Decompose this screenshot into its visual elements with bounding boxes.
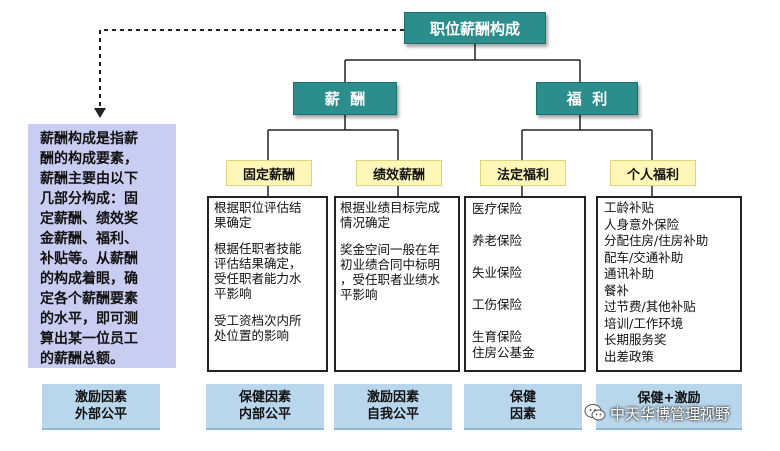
detail-line: 根据业绩目标完成 <box>340 200 441 215</box>
description-line: 定薪酬、绩效奖 <box>40 211 138 227</box>
root-node: 职位薪酬构成 <box>404 12 546 44</box>
description-line: 几部分构成：固 <box>40 191 138 207</box>
footer-line: 自我公平 <box>366 407 419 422</box>
detail-line: 出差政策 <box>604 348 655 364</box>
description-line: 的构成着眼，确 <box>40 271 138 287</box>
detail-spacer <box>472 281 581 297</box>
detail-line: 果确定 <box>214 215 252 230</box>
detail-line: 人身意外保险 <box>604 216 680 232</box>
root-label: 职位薪酬构成 <box>429 19 520 38</box>
detail-line: 餐补 <box>604 282 630 298</box>
detail-line: 失业保险 <box>472 265 523 280</box>
detail-line: 奖金空间一般在年 <box>340 242 441 257</box>
detail-box-personal-welfare: 工龄补贴 人身意外保险 分配住房/住房补助 配车/交通补助 通讯补助 餐补 过节… <box>596 196 742 372</box>
footer-line: 保健因素 <box>238 390 291 405</box>
detail-line: 处位置的影响 <box>214 328 290 343</box>
footer-box-personal-welfare: 保健+激励 <box>596 384 742 430</box>
detail-box-statutory-welfare: 医疗保险 养老保险 失业保险 工伤保险 生育保险 住房公基金 <box>464 196 586 372</box>
detail-line: 根据职位评估结 <box>214 200 302 215</box>
category-personal-welfare: 个人福利 <box>610 160 696 186</box>
description-line: 定各个薪酬要素 <box>40 291 138 307</box>
detail-line: 初业绩合同中标明 <box>340 257 441 272</box>
detail-box-fixed-salary: 根据职位评估结 果确定 根据任职者技能 评估结果确定， 受任职者能力水 平影响 … <box>207 196 328 372</box>
salary-label: 薪 酬 <box>324 90 366 108</box>
detail-line: 住房公基金 <box>472 345 535 360</box>
description-line: 的薪酬总额。 <box>40 351 124 367</box>
detail-line: 受任职者能力水 <box>214 271 302 286</box>
detail-spacer <box>472 217 581 233</box>
description-line: 薪酬主要由以下 <box>40 171 138 187</box>
welfare-node: 福 利 <box>536 82 638 115</box>
footer-line: 外部公平 <box>74 407 127 422</box>
welfare-label: 福 利 <box>566 90 608 108</box>
wechat-icon <box>584 404 606 421</box>
detail-line: 养老保险 <box>472 233 523 248</box>
detail-line: 工伤保险 <box>472 297 523 312</box>
detail-line: 通讯补助 <box>604 266 655 281</box>
detail-line: 培训/工作环境 <box>604 315 684 331</box>
detail-spacer <box>472 313 581 329</box>
detail-line: 平影响 <box>214 286 252 301</box>
detail-spacer <box>214 301 323 313</box>
category-performance-salary: 绩效薪酬 <box>356 160 442 186</box>
watermark-text: 中天华博管理视野 <box>610 404 731 423</box>
footer-line: 保健 <box>509 390 536 405</box>
description-box: 薪酬构成是指薪 酬的构成要素， 薪酬主要由以下 几部分构成：固 定薪酬、绩效奖 … <box>28 124 176 368</box>
category-title: 法定福利 <box>496 167 549 183</box>
detail-line: 长期服务奖 <box>604 332 667 347</box>
footer-box-left: 激励因素 外部公平 <box>42 384 160 430</box>
detail-box-performance-salary: 根据业绩目标完成 情况确定 奖金空间一般在年 初业绩合同中标明 ，受任职者业绩水… <box>334 196 460 372</box>
detail-line: 配车/交通补助 <box>604 249 684 265</box>
footer-box-performance-salary: 激励因素 自我公平 <box>334 384 452 430</box>
description-line: 酬的构成要素， <box>40 151 138 167</box>
description-line: 薪酬构成是指薪 <box>40 131 138 147</box>
description-line: 算出某一位员工 <box>40 331 138 347</box>
detail-line: 根据任职者技能 <box>214 241 302 256</box>
detail-line: 平影响 <box>340 287 378 302</box>
footer-line: 因素 <box>509 407 536 422</box>
detail-spacer <box>214 230 323 241</box>
detail-line: 医疗保险 <box>472 201 523 216</box>
detail-spacer <box>340 230 456 242</box>
detail-line: 过节费/其他补贴 <box>604 299 696 314</box>
detail-line: 工龄补贴 <box>604 200 655 215</box>
description-line: 金薪酬、福利、 <box>40 231 138 247</box>
footer-line: 保健+激励 <box>637 391 701 406</box>
detail-line: ，受任职者业绩水 <box>340 272 441 287</box>
category-title: 绩效薪酬 <box>372 167 425 183</box>
salary-node: 薪 酬 <box>293 82 397 115</box>
detail-line: 生育保险 <box>472 329 523 344</box>
detail-line: 受工资档次内所 <box>214 313 302 328</box>
detail-line: 情况确定 <box>340 215 391 230</box>
category-title: 固定薪酬 <box>242 167 295 183</box>
detail-spacer <box>472 249 581 265</box>
detail-line: 分配住房/住房补助 <box>604 233 709 248</box>
description-line: 的水平，即可测 <box>40 311 138 327</box>
footer-line: 激励因素 <box>366 390 419 405</box>
footer-box-fixed-salary: 保健因素 内部公平 <box>206 384 324 430</box>
footer-line: 激励因素 <box>74 390 127 405</box>
category-title: 个人福利 <box>626 167 679 183</box>
watermark: 中天华博管理视野 <box>584 400 780 426</box>
description-line: 补贴等。从薪酬 <box>40 251 138 267</box>
category-fixed-salary: 固定薪酬 <box>226 160 312 186</box>
footer-box-statutory-welfare: 保健 因素 <box>464 384 582 430</box>
footer-line: 内部公平 <box>238 407 291 422</box>
category-statutory-welfare: 法定福利 <box>480 160 566 186</box>
detail-line: 评估结果确定， <box>214 256 302 271</box>
